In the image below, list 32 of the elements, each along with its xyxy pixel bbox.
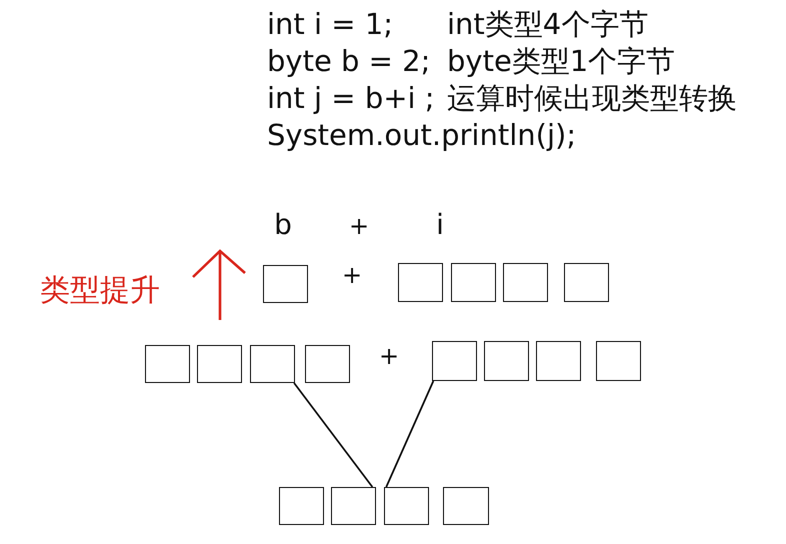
plus-sign: + bbox=[378, 343, 400, 371]
empty-box bbox=[331, 487, 376, 525]
connector-line bbox=[293, 382, 374, 488]
plus-sign: + bbox=[348, 213, 370, 241]
code-comment: int类型4个字节 bbox=[447, 8, 648, 42]
plus-sign: + bbox=[342, 262, 362, 290]
empty-box bbox=[263, 265, 308, 303]
variable-label: b bbox=[274, 208, 292, 242]
annotation-label: 类型提升 bbox=[40, 274, 160, 308]
code-line: byte b = 2; bbox=[267, 45, 430, 78]
empty-box bbox=[536, 341, 581, 381]
connector-line bbox=[385, 380, 434, 488]
empty-box bbox=[451, 263, 496, 302]
code-line: int i = 1; bbox=[267, 8, 394, 42]
empty-box bbox=[503, 263, 548, 302]
empty-box bbox=[596, 341, 641, 381]
empty-box bbox=[384, 487, 429, 525]
empty-box bbox=[484, 341, 529, 381]
empty-box bbox=[145, 345, 190, 383]
empty-box bbox=[279, 487, 324, 525]
empty-box bbox=[197, 345, 242, 383]
empty-box bbox=[305, 345, 350, 383]
code-comment: 运算时候出现类型转换 bbox=[447, 82, 737, 116]
code-comment: byte类型1个字节 bbox=[447, 45, 676, 78]
variable-label: i bbox=[436, 208, 444, 242]
empty-box bbox=[432, 341, 477, 381]
empty-box bbox=[398, 263, 443, 302]
code-line: System.out.println(j); bbox=[267, 119, 576, 152]
empty-box bbox=[250, 345, 295, 383]
empty-box bbox=[443, 487, 489, 525]
code-line: int j = b+i ; bbox=[267, 82, 435, 116]
empty-box bbox=[564, 263, 609, 302]
